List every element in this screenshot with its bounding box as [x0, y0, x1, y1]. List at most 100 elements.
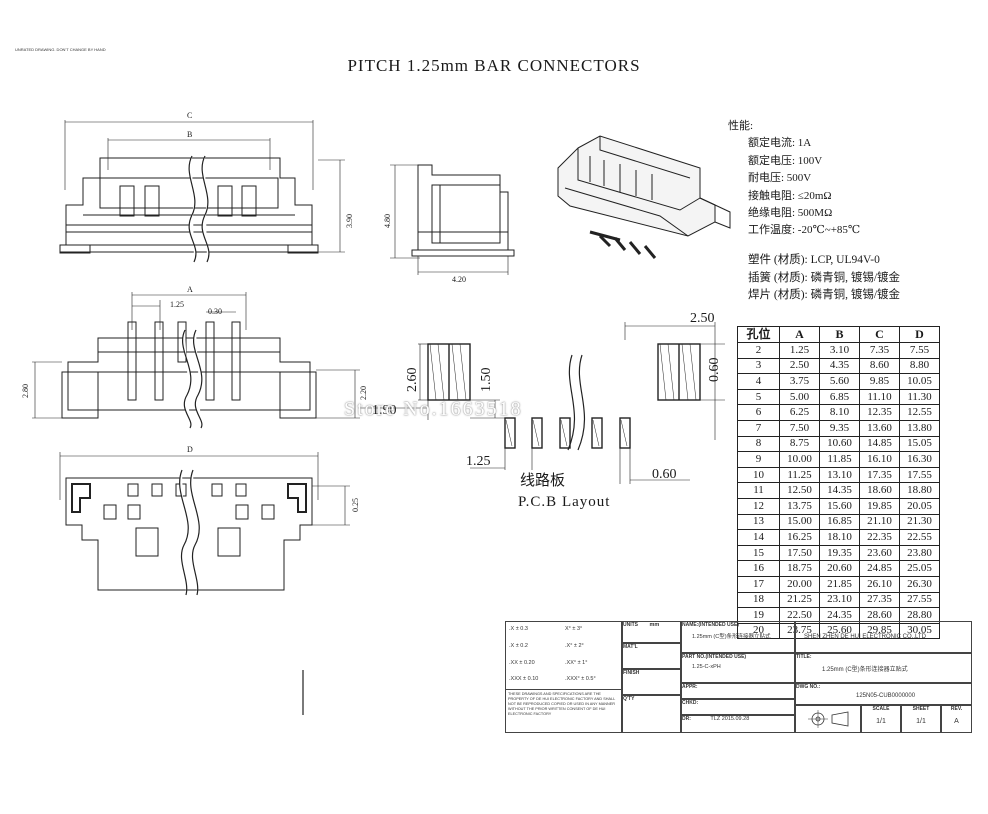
- dimension-cell: 28.80: [899, 607, 940, 624]
- pin-count-cell: 20: [737, 622, 780, 640]
- pcb-dim-pin-w: 0.60: [652, 467, 677, 482]
- dimension-cell: 28.60: [859, 607, 900, 624]
- tol-text: .XXX ± 0.10: [509, 676, 539, 682]
- title-label: TITLE:: [796, 654, 812, 660]
- dimension-cell: 21.25: [779, 591, 820, 609]
- spec-item: 耐电压: 500V: [748, 172, 812, 185]
- dimension-cell: 11.30: [899, 388, 940, 406]
- dimension-cell: 19.85: [859, 497, 900, 515]
- pcb-label-cn: 线路板: [520, 471, 565, 489]
- dimension-cell: 7.55: [899, 342, 940, 359]
- units-cell: UNITS mm: [622, 621, 681, 643]
- title-block: .X ± 0.3 X° ± 3° .X ± 0.2 .X° ± 2° .XX ±…: [505, 621, 972, 733]
- dimension-cell: 17.35: [859, 466, 900, 484]
- pcb-dim-offset: 1.90: [372, 403, 397, 418]
- dimension-cell: 16.25: [779, 529, 820, 546]
- dimension-cell: 8.80: [899, 357, 940, 375]
- dimension-cell: 11.85: [819, 451, 860, 468]
- pin-count-cell: 18: [737, 591, 780, 609]
- qty-label: Q'TY: [623, 696, 635, 702]
- pin-count-cell: 2: [737, 342, 780, 359]
- appr-label: APPR:: [682, 684, 698, 690]
- rev-value: A: [954, 718, 959, 725]
- sheet-value: 1/1: [916, 718, 926, 725]
- dim-side-height: 4.80: [383, 214, 392, 228]
- dimension-cell: 16.10: [859, 451, 900, 468]
- tol-text: .XX° ± 1°: [565, 660, 588, 666]
- dimension-cell: 14.35: [819, 482, 860, 499]
- dimension-cell: 13.10: [819, 466, 860, 484]
- dimension-cell: 6.25: [779, 404, 820, 421]
- pin-count-cell: 14: [737, 529, 780, 546]
- dr-cell: DR: TLZ 2015.09.28: [681, 715, 795, 733]
- dimension-cell: 15.05: [899, 435, 940, 453]
- dimension-cell: 25.05: [899, 560, 940, 577]
- dimension-cell: 6.85: [819, 388, 860, 406]
- dimension-cell: 12.50: [779, 482, 820, 499]
- pin-count-cell: 17: [737, 575, 780, 593]
- dim-pitch: 1.25: [170, 300, 184, 309]
- dimension-cell: 21.10: [859, 513, 900, 531]
- partno-cell: PART NO.(INTENDED USE) 1.25-C-xPH: [681, 653, 795, 683]
- pin-count-cell: 5: [737, 388, 780, 406]
- scale-label: SCALE: [872, 706, 890, 712]
- dimension-cell: 5.00: [779, 388, 820, 406]
- dimension-cell: 23.10: [819, 591, 860, 609]
- pcb-layout-drawing: [358, 322, 725, 484]
- dwg-label: DWG NO.:: [796, 684, 821, 690]
- dimension-cell: 29.85: [859, 622, 900, 640]
- dimension-cell: 22.35: [859, 529, 900, 546]
- projection-symbol-cell: [795, 705, 861, 733]
- col-header: D: [899, 326, 940, 343]
- dimension-cell: 2.50: [779, 357, 820, 375]
- sheet-label: SHEET: [912, 706, 930, 712]
- dimension-cell: 30.05: [899, 622, 940, 640]
- name-cell: NAME:(INTENDED USE) 1.25mm (C型)条形连接器立贴式: [681, 621, 795, 653]
- dimension-cell: 11.10: [859, 388, 900, 406]
- dimension-cell: 19.35: [819, 544, 860, 562]
- pin-count-cell: 6: [737, 404, 780, 421]
- material-item: 塑件 (材质): LCP, UL94V-0: [748, 254, 880, 266]
- dimension-cell: 9.85: [859, 373, 900, 390]
- spec-item: 绝缘电阻: 500MΩ: [748, 207, 833, 220]
- pin-count-cell: 3: [737, 357, 780, 375]
- dimension-cell: 3.10: [819, 342, 860, 359]
- pcb-dim-pitch: 1.25: [466, 454, 491, 469]
- pcb-label-en: P.C.B Layout: [518, 494, 610, 510]
- pin-count-cell: 4: [737, 373, 780, 390]
- dimension-cell: 23.75: [779, 622, 820, 640]
- pin-count-cell: 15: [737, 544, 780, 562]
- chkd-cell: CHKD:: [681, 699, 795, 715]
- dimension-cell: 21.30: [899, 513, 940, 531]
- title-cell: TITLE: 1.25mm (C型)条形连接器立贴式: [795, 653, 972, 683]
- scale-value: 1/1: [876, 718, 886, 725]
- dimension-cell: 9.35: [819, 419, 860, 437]
- matl-cell: MAT'L: [622, 643, 681, 669]
- dr-label: DR:: [682, 716, 691, 722]
- dimension-cell: 23.60: [859, 544, 900, 562]
- dimension-cell: 18.10: [819, 529, 860, 546]
- dimension-cell: 15.00: [779, 513, 820, 531]
- tol-text: X° ± 3°: [565, 626, 583, 632]
- dimension-cell: 21.85: [819, 575, 860, 593]
- dimension-cell: 3.75: [779, 373, 820, 390]
- dimension-cell: 7.50: [779, 419, 820, 437]
- dimension-cell: 16.30: [899, 451, 940, 468]
- tol-text: .XXX° ± 0.5°: [565, 676, 596, 682]
- dim-a: A: [187, 285, 193, 294]
- drawing-note: UNRATED DRAWING. DON'T CHANGE BY HAND: [15, 47, 106, 52]
- col-header: 孔位: [737, 326, 780, 343]
- dimension-cell: 22.55: [899, 529, 940, 546]
- pin-count-cell: 7: [737, 419, 780, 437]
- partno-value: 1.25-C-xPH: [692, 664, 721, 670]
- dimension-cell: 16.85: [819, 513, 860, 531]
